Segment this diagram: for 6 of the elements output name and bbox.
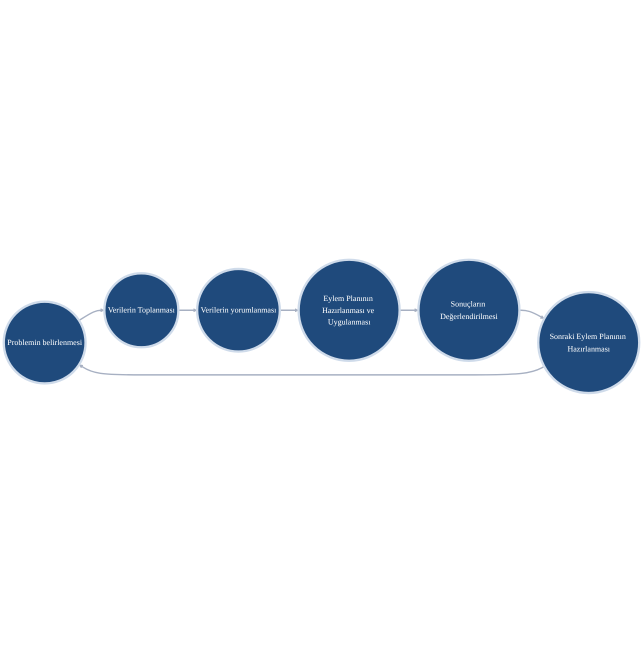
- arrow: [78, 364, 545, 376]
- arrow: [400, 308, 419, 312]
- arrow: [78, 308, 105, 322]
- arrow: [519, 310, 544, 319]
- arrow: [280, 308, 299, 312]
- arrow: [178, 308, 198, 312]
